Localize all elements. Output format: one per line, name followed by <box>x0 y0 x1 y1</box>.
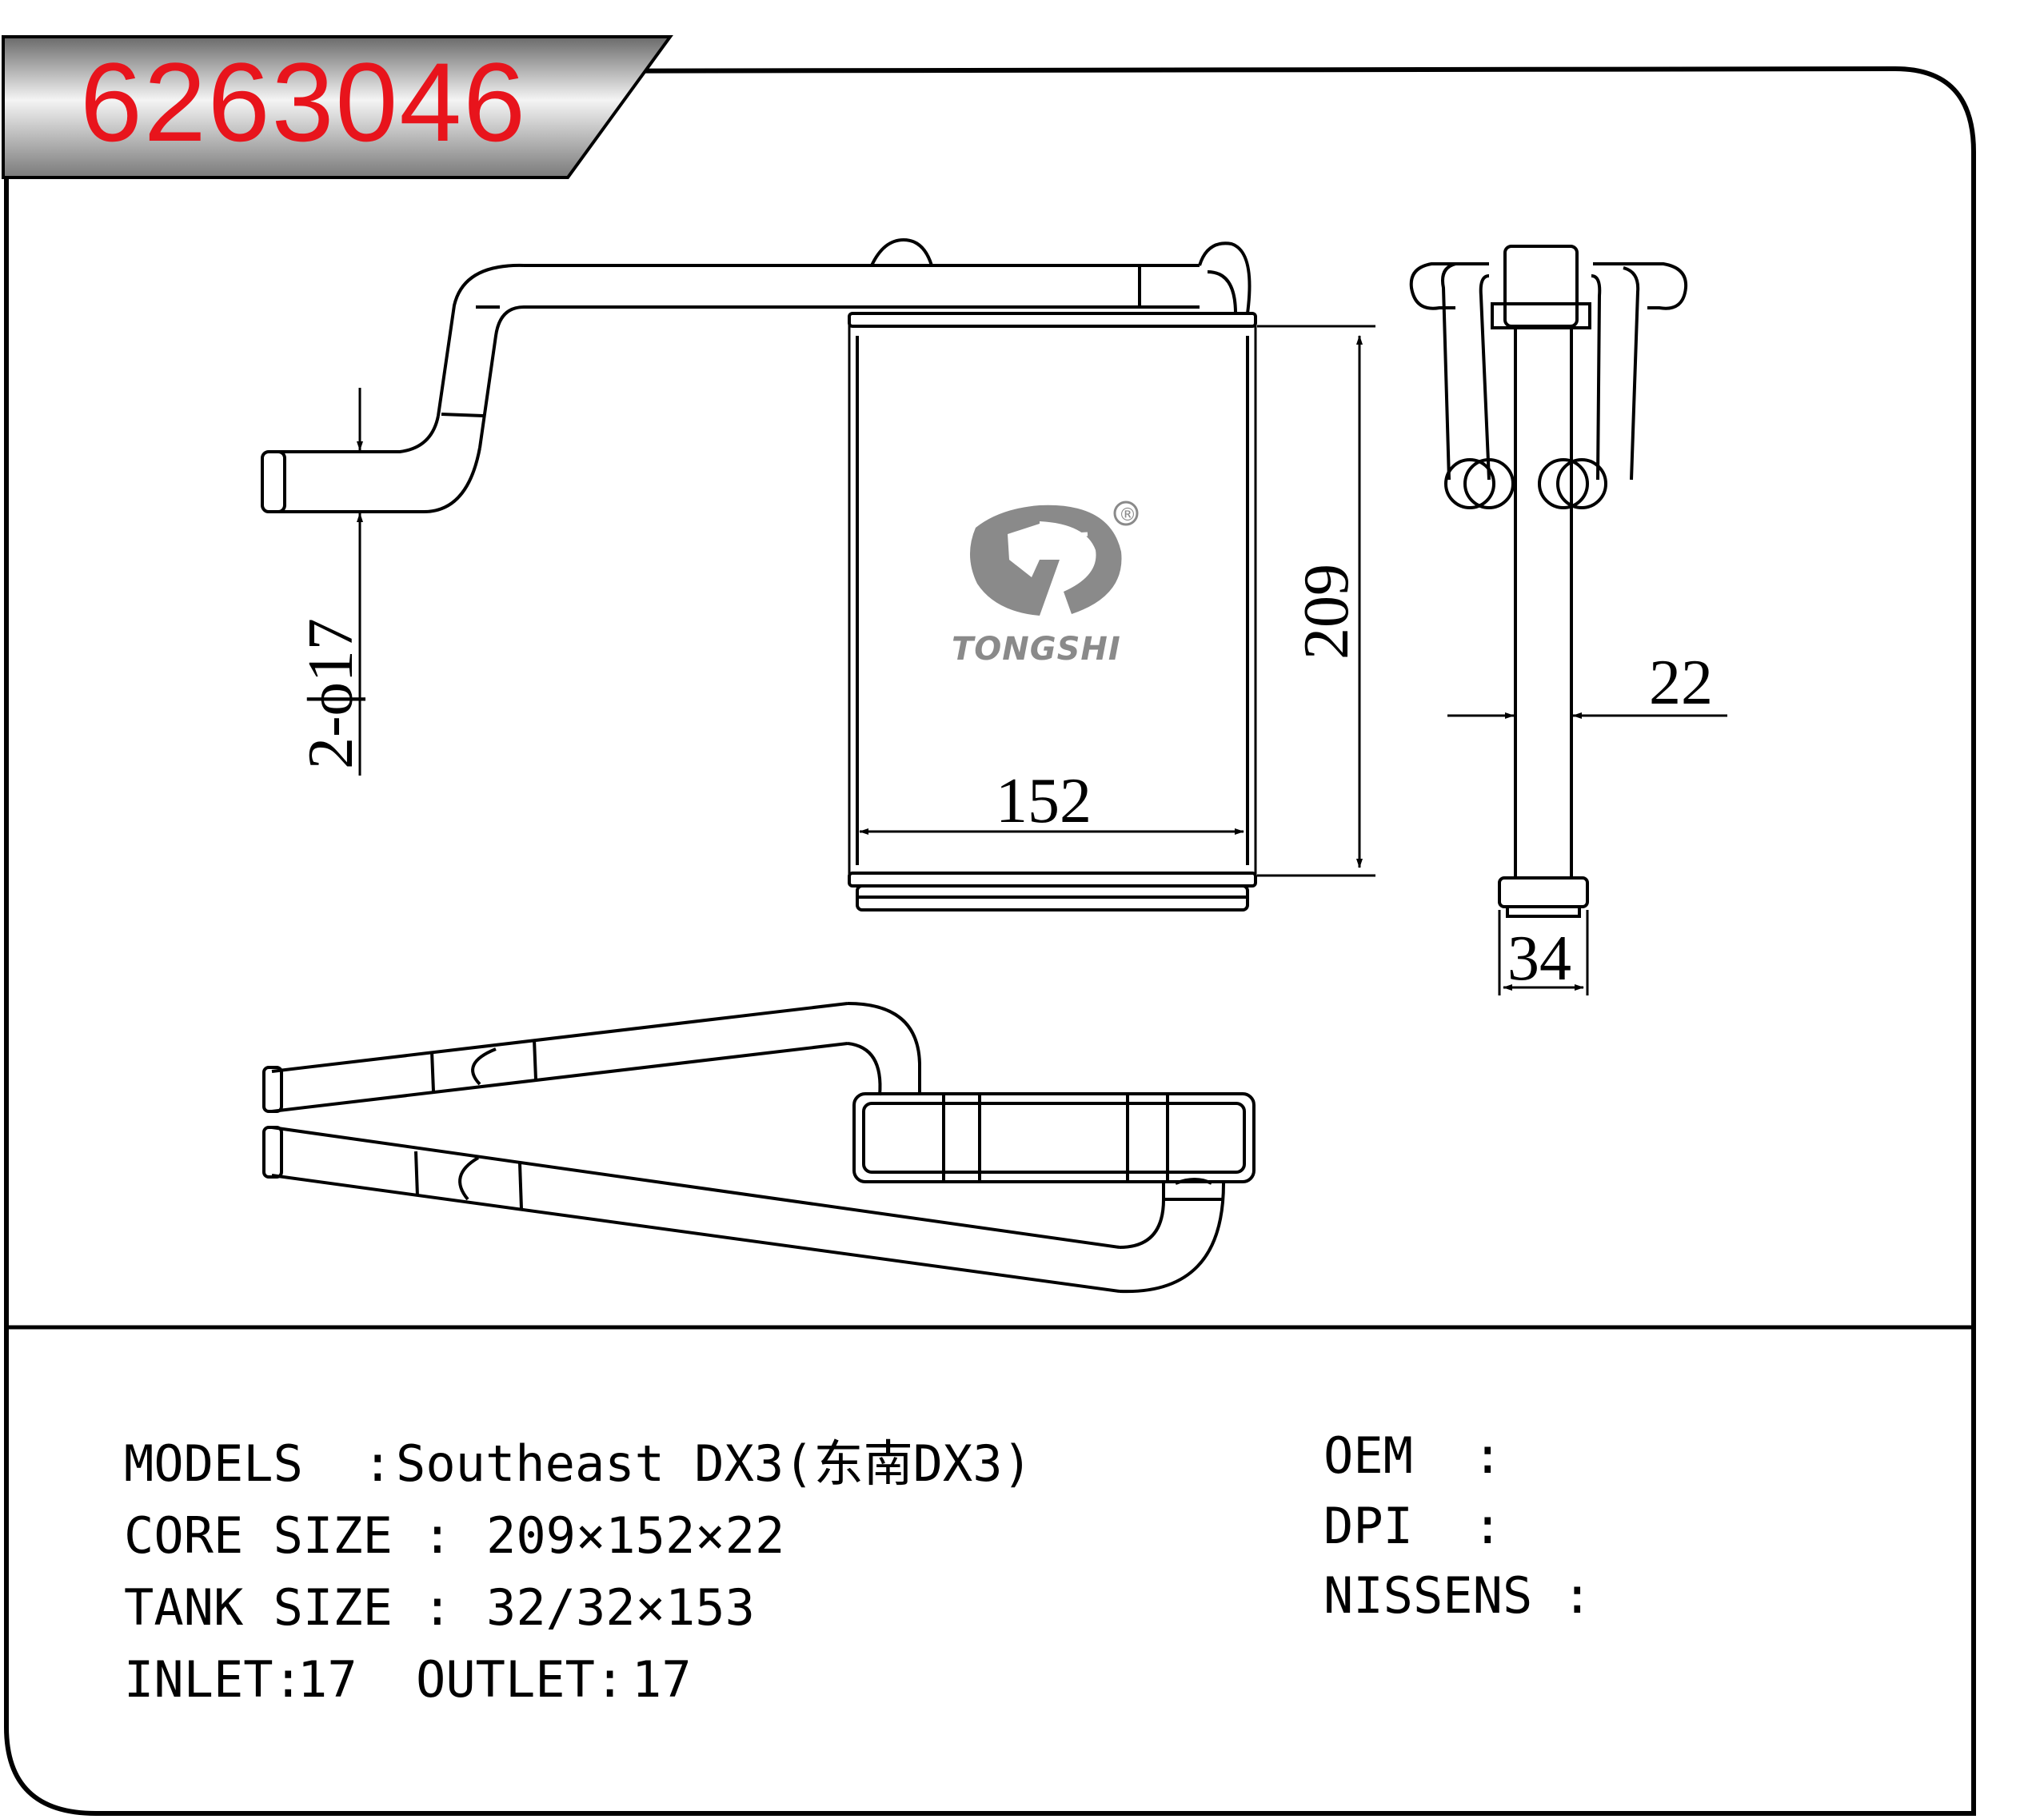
dim-tank-label: 34 <box>1507 923 1571 994</box>
dim-width-label: 152 <box>996 766 1092 836</box>
nissens-label: NISSENS : <box>1323 1566 1592 1625</box>
tongshi-logo-icon <box>969 501 1139 616</box>
dim-depth-label: 22 <box>1649 648 1713 718</box>
tank-size-label: TANK SIZE : <box>124 1578 453 1637</box>
dim-height-label: 209 <box>1291 564 1362 660</box>
brand-name: TONGSHI <box>952 631 1121 668</box>
models-value: Southeast DX3(东南DX3) <box>396 1434 1032 1493</box>
outer-frame <box>4 66 1976 1816</box>
part-number: 6263046 <box>80 39 528 165</box>
registered-mark-icon: ® <box>1119 505 1136 525</box>
front-view-pipe <box>261 237 1252 513</box>
inlet-label: INLET: <box>124 1650 303 1709</box>
dim-pipe-label: 2-ϕ17 <box>296 618 366 769</box>
top-view <box>262 1002 1256 1294</box>
inlet-value: 17 <box>297 1650 357 1709</box>
models-label: MODELS : <box>124 1434 393 1493</box>
front-view-core <box>848 312 1257 911</box>
dpi-label: DPI : <box>1323 1497 1503 1555</box>
oem-label: OEM : <box>1323 1426 1503 1485</box>
side-view <box>1409 245 1688 918</box>
tank-size-value: 32/32×153 <box>486 1578 755 1637</box>
core-size-value: 209×152×22 <box>486 1506 785 1565</box>
outlet-label: OUTLET: <box>416 1650 625 1709</box>
header-tab <box>2 35 673 179</box>
dimension-lines <box>357 325 1727 995</box>
core-size-label: CORE SIZE : <box>124 1506 453 1565</box>
outlet-value: 17 <box>632 1650 692 1709</box>
